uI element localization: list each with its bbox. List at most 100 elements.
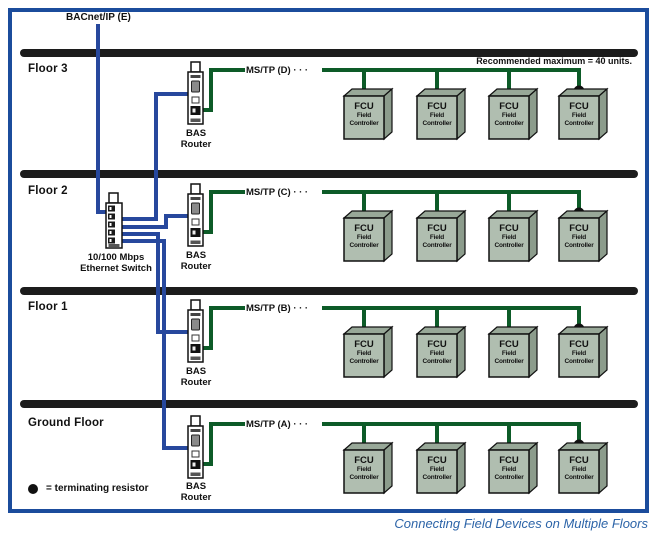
fcu-line2: Controller bbox=[564, 357, 594, 365]
fcu-line2: Controller bbox=[494, 357, 524, 365]
bas-router-label-floor1: BAS Router bbox=[161, 366, 231, 388]
fcu-line1: Field bbox=[501, 466, 517, 473]
ethernet-switch-label-line2: Ethernet Switch bbox=[80, 263, 152, 274]
fcu-device-label: FCU Field Controller bbox=[417, 218, 457, 261]
fcu-title: FCU bbox=[499, 101, 519, 112]
bas-router-label-line1: BAS bbox=[185, 481, 207, 492]
fcu-line1: Field bbox=[429, 234, 445, 241]
bas-router-icon-floor1 bbox=[187, 299, 204, 363]
recommended-maximum-note: Recommended maximum = 40 units. bbox=[476, 56, 632, 66]
fcu-title: FCU bbox=[427, 101, 447, 112]
fcu-line1: Field bbox=[356, 112, 372, 119]
floor-label-floor2: Floor 2 bbox=[28, 185, 68, 197]
fcu-line2: Controller bbox=[494, 119, 524, 127]
fcu-line2: Controller bbox=[422, 119, 452, 127]
fcu-device-label: FCU Field Controller bbox=[559, 334, 599, 377]
legend-terminating-resistor-label: = terminating resistor bbox=[46, 483, 149, 494]
fcu-device-label: FCU Field Controller bbox=[489, 450, 529, 493]
fcu-line1: Field bbox=[571, 350, 587, 357]
fcu-line1: Field bbox=[356, 466, 372, 473]
diagram-caption: Connecting Field Devices on Multiple Flo… bbox=[394, 516, 648, 531]
fcu-title: FCU bbox=[354, 101, 374, 112]
bas-router-icon-floor2 bbox=[187, 183, 204, 247]
mstp-bus-label-a: MS/TP (A) · · · bbox=[246, 419, 309, 430]
fcu-line2: Controller bbox=[349, 357, 379, 365]
fcu-line1: Field bbox=[571, 234, 587, 241]
fcu-line1: Field bbox=[571, 112, 587, 119]
mstp-bus-label-c: MS/TP (C) · · · bbox=[246, 187, 309, 198]
bas-router-label-line1: BAS bbox=[185, 366, 207, 377]
terminating-resistor-dot bbox=[28, 484, 38, 494]
fcu-title: FCU bbox=[354, 339, 374, 350]
fcu-device-label: FCU Field Controller bbox=[559, 96, 599, 139]
fcu-line1: Field bbox=[356, 350, 372, 357]
bas-router-label-line2: Router bbox=[180, 261, 212, 272]
fcu-device-label: FCU Field Controller bbox=[489, 334, 529, 377]
bas-router-label-line2: Router bbox=[180, 492, 212, 503]
ethernet-switch-label: 10/100 Mbps Ethernet Switch bbox=[64, 252, 168, 274]
fcu-line2: Controller bbox=[564, 473, 594, 481]
fcu-title: FCU bbox=[354, 223, 374, 234]
mstp-bus-label-b: MS/TP (B) · · · bbox=[246, 303, 309, 314]
bacnet-riser-line bbox=[96, 24, 100, 214]
fcu-line1: Field bbox=[429, 112, 445, 119]
floor-label-floor1: Floor 1 bbox=[28, 301, 68, 313]
fcu-line1: Field bbox=[356, 234, 372, 241]
fcu-device-label: FCU Field Controller bbox=[344, 450, 384, 493]
bas-router-label-line2: Router bbox=[180, 139, 212, 150]
fcu-line2: Controller bbox=[349, 119, 379, 127]
bas-router-label-line2: Router bbox=[180, 377, 212, 388]
fcu-device-label: FCU Field Controller bbox=[559, 450, 599, 493]
diagram-border bbox=[8, 8, 649, 513]
fcu-title: FCU bbox=[427, 223, 447, 234]
fcu-title: FCU bbox=[499, 339, 519, 350]
fcu-title: FCU bbox=[427, 339, 447, 350]
fcu-title: FCU bbox=[499, 223, 519, 234]
fcu-title: FCU bbox=[569, 223, 589, 234]
fcu-line2: Controller bbox=[422, 241, 452, 249]
fcu-line1: Field bbox=[501, 112, 517, 119]
fcu-line2: Controller bbox=[349, 241, 379, 249]
fcu-line1: Field bbox=[429, 466, 445, 473]
fcu-title: FCU bbox=[569, 101, 589, 112]
floor-label-floor3: Floor 3 bbox=[28, 63, 68, 75]
fcu-line1: Field bbox=[571, 466, 587, 473]
fcu-line2: Controller bbox=[422, 473, 452, 481]
mstp-bus-label-d: MS/TP (D) · · · bbox=[246, 65, 309, 76]
fcu-line2: Controller bbox=[494, 473, 524, 481]
fcu-title: FCU bbox=[569, 455, 589, 466]
bas-router-label-floor2: BAS Router bbox=[161, 250, 231, 272]
ethernet-switch-label-line1: 10/100 Mbps bbox=[87, 252, 145, 263]
fcu-line2: Controller bbox=[494, 241, 524, 249]
floor-separator-bars bbox=[20, 49, 638, 408]
floor-label-ground: Ground Floor bbox=[28, 417, 104, 429]
fcu-title: FCU bbox=[354, 455, 374, 466]
bas-router-icon-floor3 bbox=[187, 61, 204, 125]
fcu-device-label: FCU Field Controller bbox=[417, 96, 457, 139]
fcu-line2: Controller bbox=[422, 357, 452, 365]
fcu-line1: Field bbox=[501, 234, 517, 241]
fcu-device-label: FCU Field Controller bbox=[489, 218, 529, 261]
fcu-line2: Controller bbox=[349, 473, 379, 481]
fcu-device-label: FCU Field Controller bbox=[417, 334, 457, 377]
bas-router-label-ground: BAS Router bbox=[161, 481, 231, 503]
fcu-line2: Controller bbox=[564, 241, 594, 249]
fcu-device-label: FCU Field Controller bbox=[559, 218, 599, 261]
fcu-line1: Field bbox=[501, 350, 517, 357]
bas-router-label-line1: BAS bbox=[185, 128, 207, 139]
ethernet-switch-icon bbox=[105, 192, 123, 249]
fcu-line1: Field bbox=[429, 350, 445, 357]
fcu-line2: Controller bbox=[564, 119, 594, 127]
fcu-title: FCU bbox=[569, 339, 589, 350]
fcu-device-label: FCU Field Controller bbox=[417, 450, 457, 493]
fcu-device-label: FCU Field Controller bbox=[344, 96, 384, 139]
fcu-device-label: FCU Field Controller bbox=[344, 218, 384, 261]
fcu-device-label: FCU Field Controller bbox=[489, 96, 529, 139]
bas-router-icon-ground bbox=[187, 415, 204, 479]
fcu-title: FCU bbox=[427, 455, 447, 466]
bacnet-ip-wiring bbox=[96, 24, 190, 450]
fcu-device-label: FCU Field Controller bbox=[344, 334, 384, 377]
bas-router-label-line1: BAS bbox=[185, 250, 207, 261]
